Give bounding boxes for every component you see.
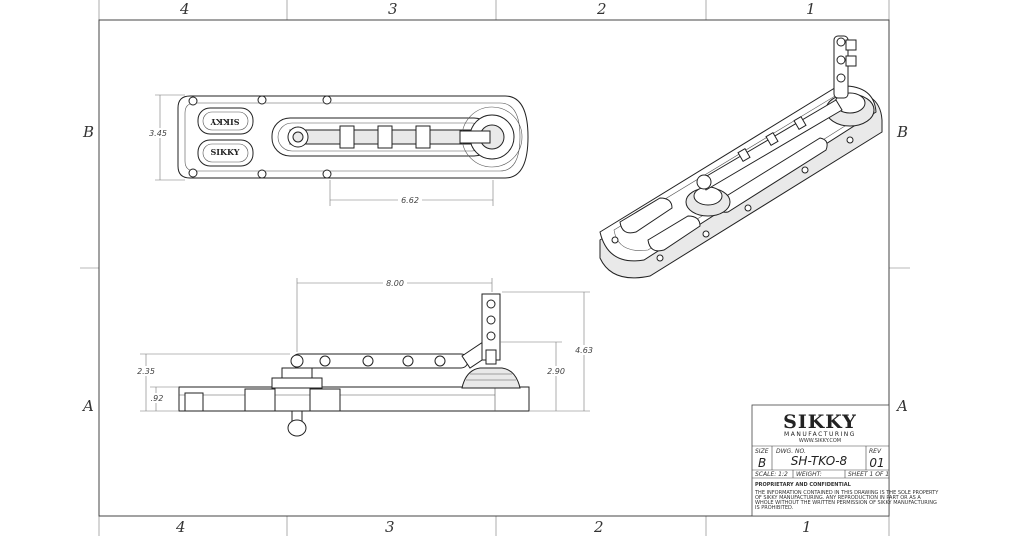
top-view-dimensions: 3.45 6.62 xyxy=(146,94,494,206)
part-label-bottom: SIKKY xyxy=(211,147,240,157)
dwg-label: DWG. NO. xyxy=(776,448,806,455)
dim-side-total-height: 4.63 xyxy=(575,346,593,355)
zone-col-3-top: 3 xyxy=(388,0,398,18)
company-website: WWW.SIKKY.COM xyxy=(799,438,841,444)
rev-value: 01 xyxy=(869,456,884,470)
confidential-line-2: OF SIKKY MANUFACTURING. ANY REPRODUCTION… xyxy=(755,495,921,501)
size-label: SIZE xyxy=(755,448,769,455)
zone-col-2-bottom: 2 xyxy=(593,518,604,536)
rev-label: REV xyxy=(869,448,882,455)
zone-col-1-bottom: 1 xyxy=(802,518,812,536)
dim-side-base: .92 xyxy=(151,394,164,403)
zone-col-4-top: 4 xyxy=(179,0,190,18)
zone-row-b-right: B xyxy=(896,123,908,141)
size-value: B xyxy=(758,456,766,470)
zone-row-a-right: A xyxy=(895,397,908,415)
top-view: SIKKY SIKKY xyxy=(177,95,529,179)
weight-text: WEIGHT: xyxy=(796,471,822,478)
company-sub: MANUFACTURING xyxy=(784,431,856,438)
company-logo: SIKKY xyxy=(783,411,857,433)
confidential-line-4: IS PROHIBITED. xyxy=(755,505,794,511)
dim-side-length: 8.00 xyxy=(386,279,404,288)
dwg-value: SH-TKO-8 xyxy=(791,454,848,468)
zone-col-2-top: 2 xyxy=(596,0,607,18)
dim-side-height-mid: 2.90 xyxy=(547,367,565,376)
sheet-text: SHEET 1 OF 1 xyxy=(848,471,889,478)
zone-col-1-top: 1 xyxy=(806,0,816,18)
zone-row-b-left: B xyxy=(82,123,94,141)
part-label-top: SIKKY xyxy=(210,117,239,127)
dim-side-height-left: 2.35 xyxy=(137,367,155,376)
title-block: SIKKY MANUFACTURING WWW.SIKKY.COM SIZE B… xyxy=(751,404,939,517)
dim-top-length: 6.62 xyxy=(401,196,419,205)
confidential-line-1: THE INFORMATION CONTAINED IN THIS DRAWIN… xyxy=(754,490,939,496)
confidential-title: PROPRIETARY AND CONFIDENTIAL xyxy=(755,482,852,488)
zone-row-a-left: A xyxy=(81,397,94,415)
confidential-line-3: WHOLE WITHOUT THE WRITTEN PERMISSION OF … xyxy=(755,500,937,506)
side-view xyxy=(178,293,530,437)
scale-text: SCALE: 1:2 xyxy=(755,471,788,478)
isometric-view xyxy=(599,35,883,279)
zone-col-3-bottom: 3 xyxy=(385,518,395,536)
zone-col-4-bottom: 4 xyxy=(175,518,186,536)
side-view-dimensions: 8.00 4.63 2.90 2.35 .92 xyxy=(134,278,596,412)
dim-top-height: 3.45 xyxy=(149,129,167,138)
inner-border xyxy=(98,19,890,517)
